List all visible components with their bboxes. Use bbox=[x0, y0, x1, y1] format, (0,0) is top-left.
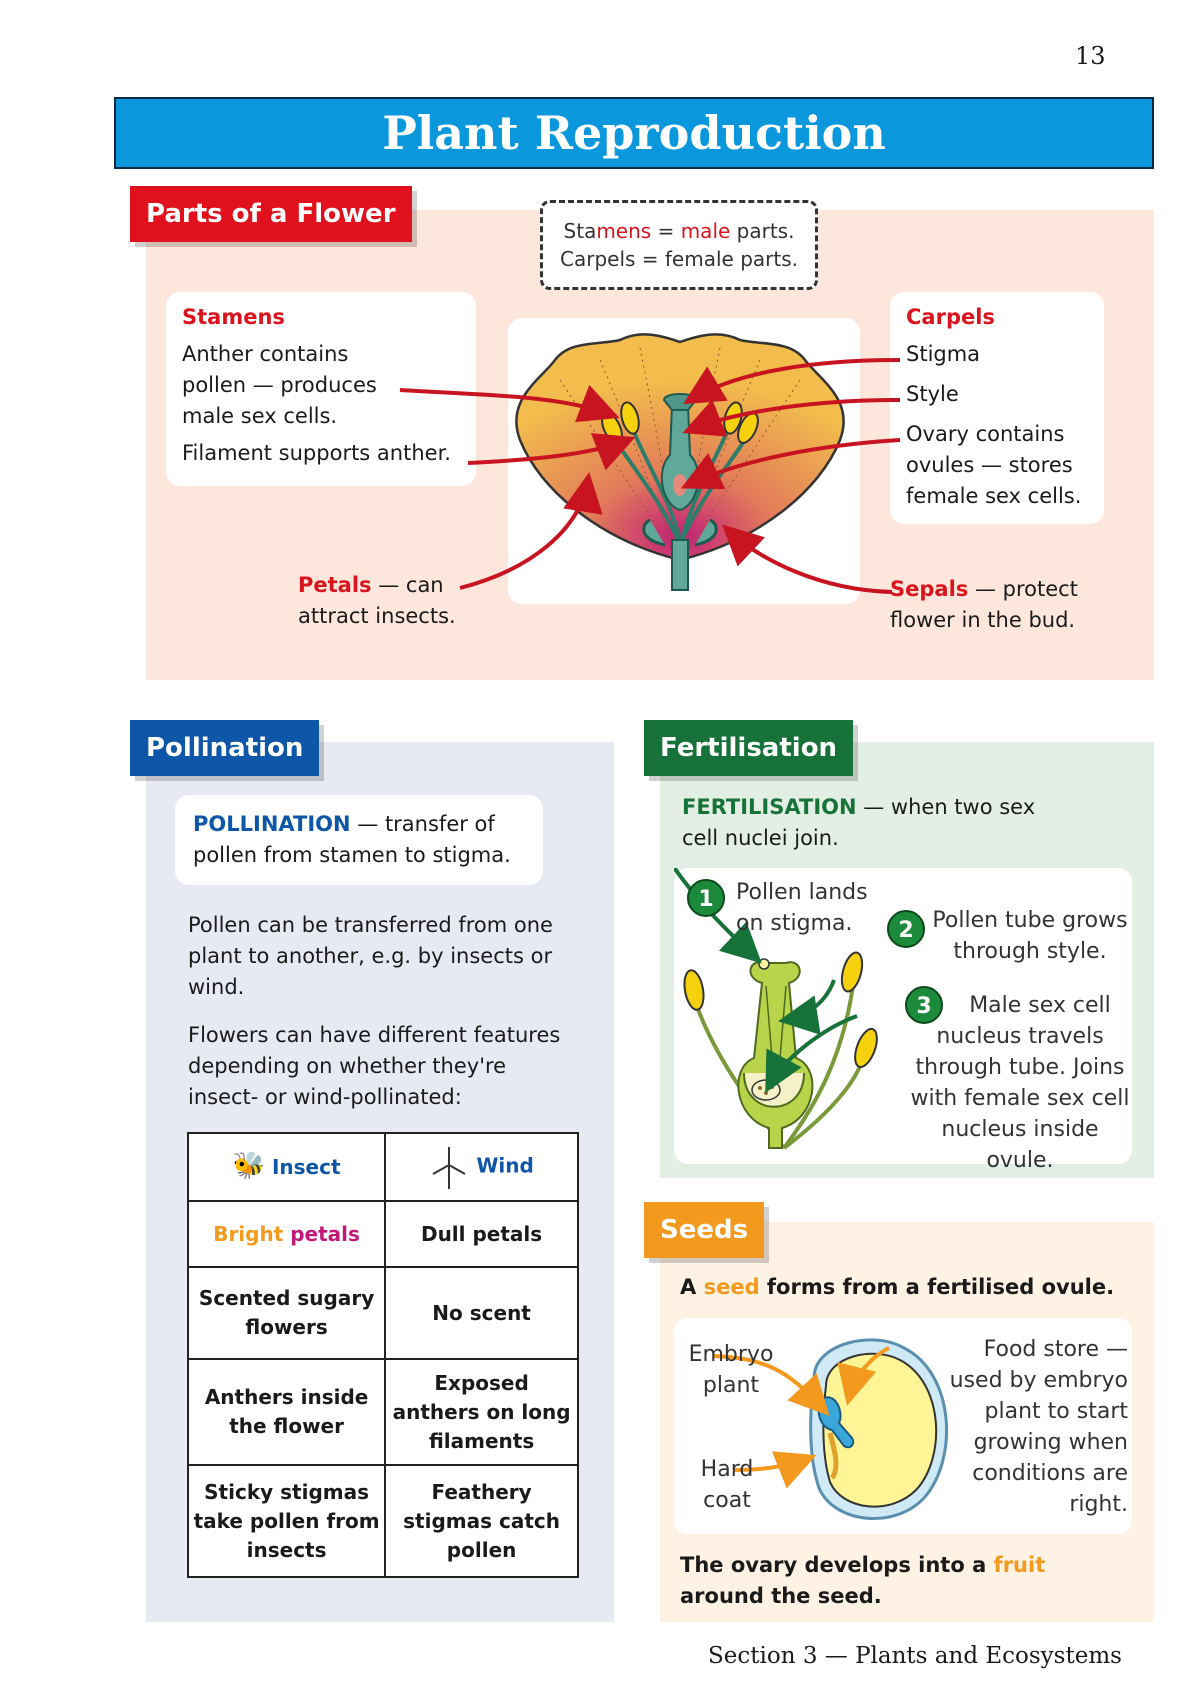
step-3-text: Male sex cell nucleus travels through tu… bbox=[910, 993, 1130, 1173]
stamens-card: Stamens Anther contains pollen — produce… bbox=[166, 292, 476, 486]
step-2-number: 2 bbox=[887, 910, 925, 948]
wind-turbine-icon bbox=[432, 1147, 466, 1189]
fertilisation-tab: Fertilisation bbox=[644, 720, 854, 776]
pollination-definition-card: POLLINATION — transfer of pollen from st… bbox=[175, 795, 543, 885]
pollination-para-1: Pollen can be transferred from one plant… bbox=[188, 913, 553, 999]
hard-coat-label: Hard coat bbox=[700, 1457, 754, 1513]
insect-row-3: Anthers inside the flower bbox=[186, 1358, 387, 1466]
step-2-text: Pollen tube grows through style. bbox=[932, 908, 1128, 964]
stamens-carpels-note: Stamens = male parts. Carpels = female p… bbox=[540, 200, 818, 290]
insect-header: 🐝 Insect bbox=[186, 1132, 387, 1202]
flower-diagram bbox=[399, 333, 901, 594]
stamens-filament-text: Filament supports anther. bbox=[182, 441, 451, 465]
carpels-ovary-text: Ovary contains ovules — stores female se… bbox=[906, 422, 1082, 508]
food-store-label: Food store — used by embryo plant to sta… bbox=[949, 1337, 1128, 1517]
step-1-text: Pollen lands on stigma. bbox=[736, 880, 868, 936]
step-3-number: 3 bbox=[905, 986, 943, 1024]
fertilisation-definition: FERTILISATION — when two sex cell nuclei… bbox=[682, 795, 1036, 850]
insect-wind-table: 🐝 Insect Wind Bright petals Dull petals … bbox=[186, 1132, 579, 1578]
stamens-anther-text: Anther contains pollen — produces male s… bbox=[182, 342, 377, 428]
carpels-style: Style bbox=[906, 382, 959, 406]
pollination-definition: POLLINATION — transfer of pollen from st… bbox=[193, 812, 511, 867]
footer-section: Section 3 — Plants and Ecosystems bbox=[708, 1643, 1122, 1669]
wind-row-1: Dull petals bbox=[384, 1200, 579, 1268]
carpels-stigma: Stigma bbox=[906, 342, 981, 366]
pollination-para-2: Flowers can have different features depe… bbox=[188, 1023, 561, 1109]
insect-row-4: Sticky stigmas take pollen from insects bbox=[186, 1464, 387, 1578]
carpels-card: Carpels Stigma Style Ovary contains ovul… bbox=[890, 292, 1104, 524]
insect-row-2: Scented sugary flowers bbox=[186, 1266, 387, 1360]
page-title: Plant Reproduction bbox=[382, 106, 886, 160]
wind-row-3: Exposed anthers on long filaments bbox=[384, 1358, 579, 1466]
petals-label: Petals — can attract insects. bbox=[298, 573, 456, 628]
wind-row-4: Feathery stigmas catch pollen bbox=[384, 1464, 579, 1578]
pollination-tab: Pollination bbox=[130, 720, 320, 776]
insect-row-1: Bright petals bbox=[186, 1200, 387, 1268]
fertilisation-diagram bbox=[674, 868, 878, 1150]
flower-tab: Parts of a Flower bbox=[130, 186, 412, 242]
carpels-heading: Carpels bbox=[906, 305, 995, 329]
stamens-heading: Stamens bbox=[182, 305, 285, 329]
page-number: 13 bbox=[1075, 42, 1106, 70]
sepals-label: Sepals — protect flower in the bud. bbox=[890, 577, 1078, 632]
bee-icon: 🐝 bbox=[232, 1151, 265, 1181]
note-line-1: Stamens = male parts. bbox=[563, 219, 795, 243]
title-bar: Plant Reproduction bbox=[114, 97, 1154, 169]
embryo-plant-label: Embryo plant bbox=[688, 1342, 774, 1398]
seeds-tab: Seeds bbox=[644, 1202, 765, 1258]
wind-row-2: No scent bbox=[384, 1266, 579, 1360]
wind-header: Wind bbox=[384, 1132, 579, 1202]
note-line-2: Carpels = female parts. bbox=[560, 247, 798, 271]
step-1-number: 1 bbox=[687, 879, 725, 917]
seeds-statement: A seed forms from a fertilised ovule. bbox=[680, 1275, 1115, 1299]
ovary-fruit-statement: The ovary develops into a fruit around t… bbox=[680, 1553, 1046, 1608]
seed-diagram bbox=[713, 1338, 949, 1520]
